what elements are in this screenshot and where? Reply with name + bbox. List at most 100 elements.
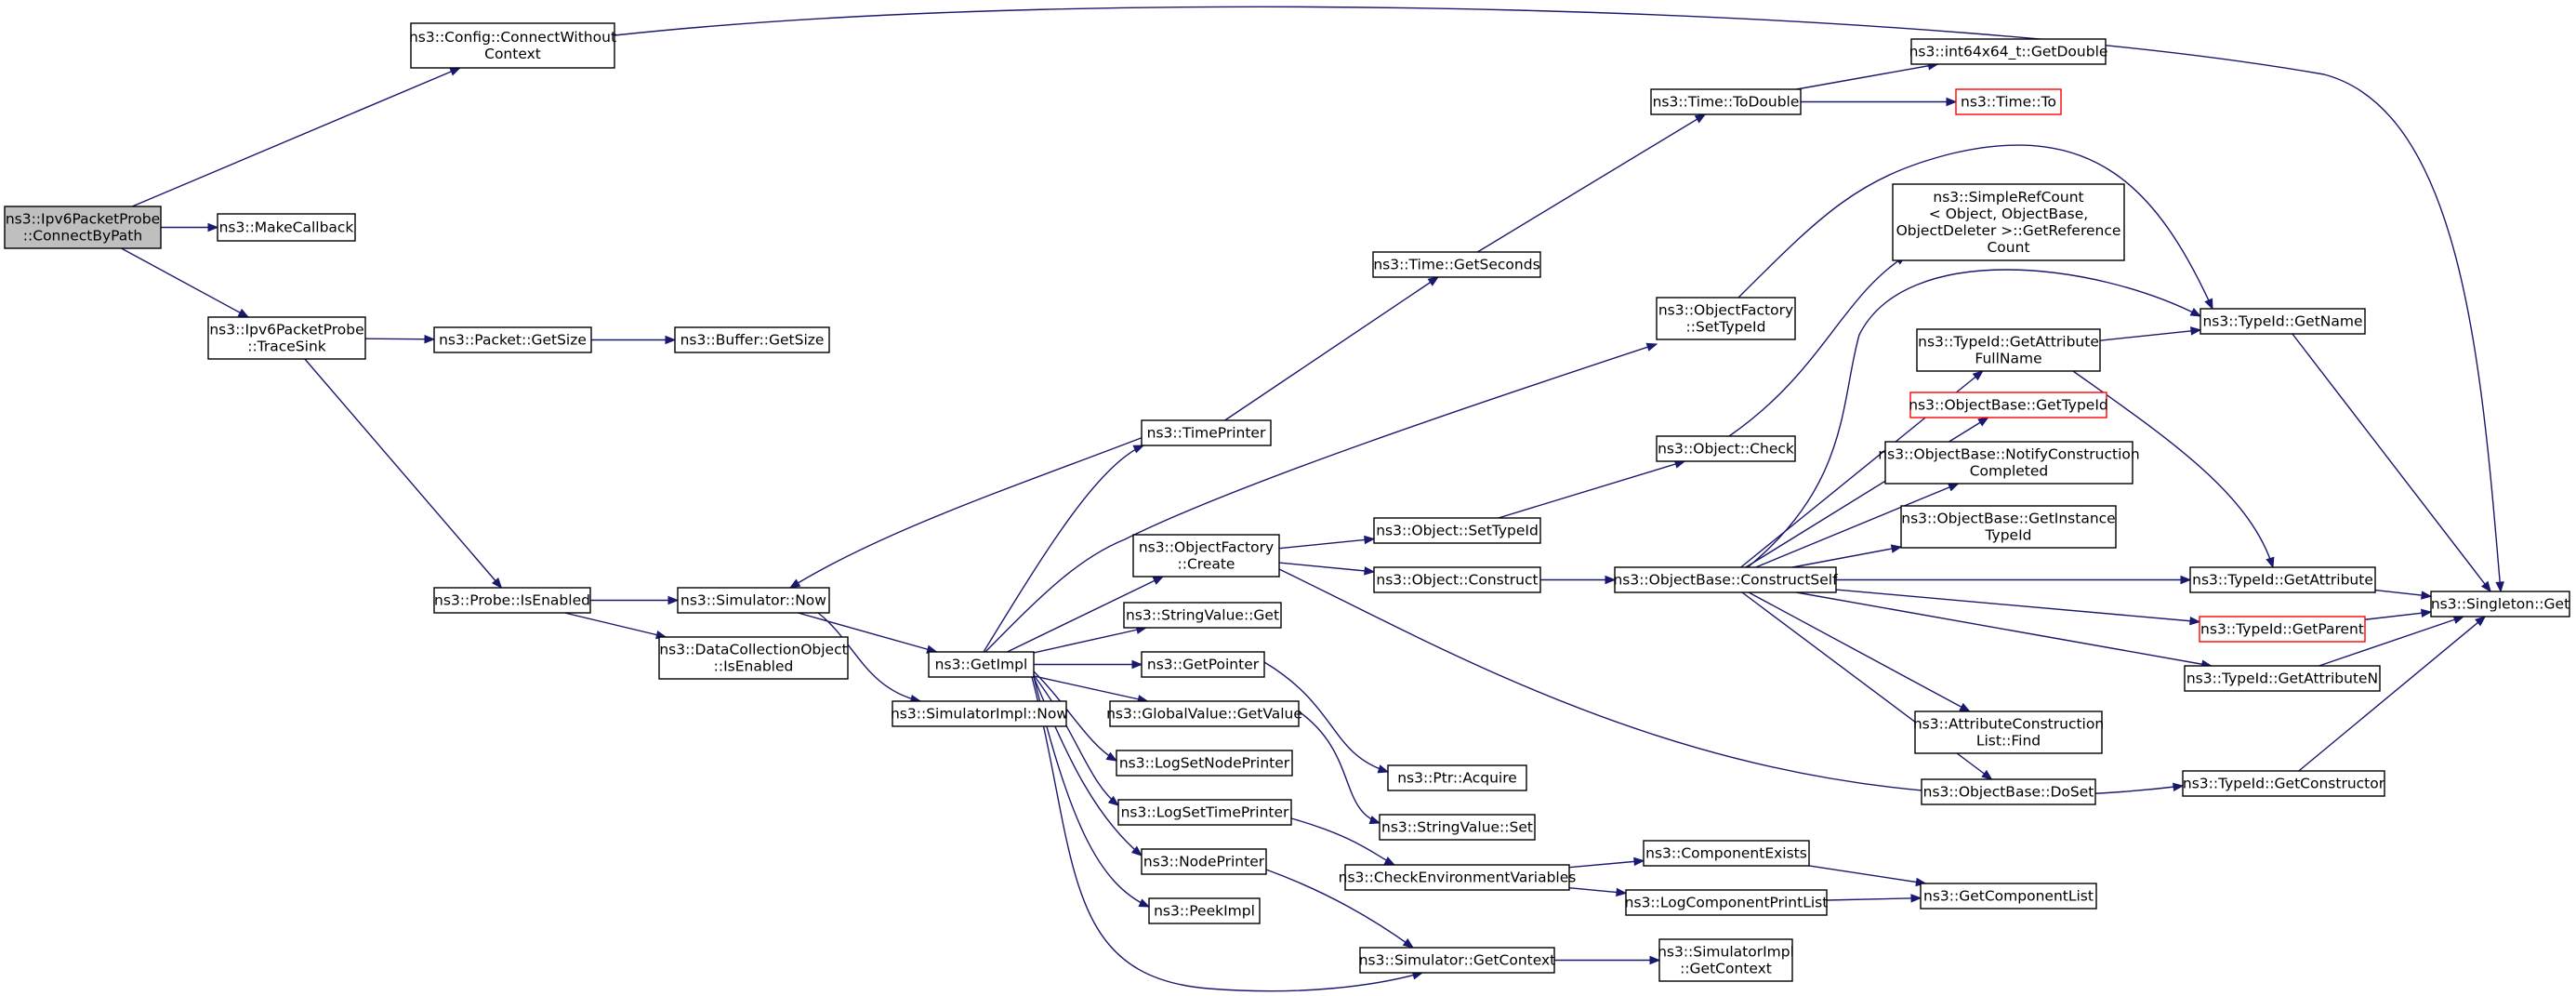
node-compexists[interactable]: ns3::ComponentExists	[1643, 840, 1810, 867]
node-box	[1920, 883, 2097, 910]
arrowhead-icon	[1383, 857, 1396, 866]
node-label: ns3::ObjectBase::DoSet	[1923, 784, 2094, 801]
node-objcheck[interactable]: ns3::Object::Check	[1656, 435, 1796, 462]
node-gvget[interactable]: ns3::GlobalValue::GetValue	[1106, 700, 1302, 727]
node-box	[1372, 251, 1541, 278]
node-label: < Object, ObjectBase,	[1929, 206, 2088, 222]
node-int64[interactable]: ns3::int64x64_t::GetDouble	[1909, 38, 2108, 65]
node-label: ns3::Object::Construct	[1376, 572, 1538, 589]
node-getparent[interactable]: ns3::TypeId::GetParent	[2199, 616, 2366, 643]
node-cself[interactable]: ns3::ObjectBase::ConstructSelf	[1613, 566, 1838, 593]
node-label: Context	[484, 46, 541, 62]
node-label: ns3::Buffer::GetSize	[680, 332, 825, 349]
node-obgettid[interactable]: ns3::ObjectBase::GetTypeId	[1909, 392, 2108, 418]
node-label: ns3::SimpleRefCount	[1933, 189, 2083, 206]
arrowhead-icon	[1981, 769, 1993, 780]
node-label: ns3::AttributeConstruction	[1913, 716, 2104, 733]
node-getimpl[interactable]: ns3::GetImpl	[928, 651, 1035, 678]
node-singleton[interactable]: ns3::Singleton::Get	[2430, 591, 2570, 618]
node-ofcreate[interactable]: ns3::ObjectFactory::Create	[1132, 534, 1280, 578]
node-trace[interactable]: ns3::Ipv6PacketProbe::TraceSink	[207, 316, 366, 360]
node-getctor[interactable]: ns3::TypeId::GetConstructor	[2182, 770, 2385, 797]
node-box	[2182, 770, 2385, 797]
node-simimplnow[interactable]: ns3::SimulatorImpl::Now	[891, 700, 1068, 727]
node-timeprinter[interactable]: ns3::TimePrinter	[1141, 419, 1272, 446]
arrowhead-icon	[788, 578, 801, 589]
node-label: ns3::ObjectBase::NotifyConstruction	[1878, 446, 2139, 463]
node-getname[interactable]: ns3::TypeId::GetName	[2200, 308, 2366, 335]
node-lstp[interactable]: ns3::LogSetTimePrinter	[1117, 799, 1292, 826]
node-srcount[interactable]: ns3::SimpleRefCount< Object, ObjectBase,…	[1892, 183, 2125, 261]
node-pktsize[interactable]: ns3::Packet::GetSize	[433, 326, 592, 353]
edge-cself-to-acfind	[1748, 591, 1971, 712]
node-todouble[interactable]: ns3::Time::ToDouble	[1650, 88, 1802, 115]
node-box	[1643, 840, 1810, 867]
edge-timesec-to-todouble	[1476, 113, 1707, 253]
node-lsnp[interactable]: ns3::LogSetNodePrinter	[1116, 750, 1293, 777]
arrowhead-icon	[1616, 887, 1628, 897]
node-ptracq[interactable]: ns3::Ptr::Acquire	[1387, 764, 1527, 791]
node-simimplctx[interactable]: ns3::SimulatorImpl::GetContext	[1658, 938, 1794, 982]
node-getcomplist[interactable]: ns3::GetComponentList	[1920, 883, 2097, 910]
node-label: ns3::TypeId::GetName	[2202, 313, 2362, 330]
node-probe[interactable]: ns3::Probe::IsEnabled	[433, 587, 591, 614]
node-timesec[interactable]: ns3::Time::GetSeconds	[1372, 251, 1541, 278]
arrowhead-icon	[1138, 898, 1151, 908]
edge-nodeprinter-to-simctx	[1265, 869, 1415, 949]
node-checkenv[interactable]: ns3::CheckEnvironmentVariables	[1339, 864, 1577, 891]
node-box	[1892, 183, 2125, 261]
node-label: ns3::TimePrinter	[1147, 425, 1266, 442]
node-timeto[interactable]: ns3::Time::To	[1955, 88, 2062, 115]
node-dco[interactable]: ns3::DataCollectionObject::IsEnabled	[658, 636, 849, 680]
edge-getimpl-to-ofset	[984, 342, 1658, 653]
arrowhead-icon	[1948, 483, 1960, 492]
node-label: List::Find	[1976, 733, 2041, 750]
edge-checkenv-to-compexists	[1568, 857, 1645, 869]
node-label: ns3::Object::Check	[1658, 441, 1794, 458]
edge-root-to-trace	[121, 247, 250, 318]
arrowhead-icon	[449, 67, 461, 76]
node-box	[1914, 710, 2103, 754]
node-getattr[interactable]: ns3::TypeId::GetAttribute	[2189, 566, 2376, 593]
node-getattrn[interactable]: ns3::TypeId::GetAttributeN	[2184, 665, 2381, 692]
node-label: ns3::Config::ConnectWithout	[409, 29, 616, 46]
node-bufsize[interactable]: ns3::Buffer::GetSize	[674, 326, 830, 353]
node-nodeprinter[interactable]: ns3::NodePrinter	[1141, 848, 1267, 875]
arrowhead-icon	[1645, 342, 1658, 352]
node-simctx[interactable]: ns3::Simulator::GetContext	[1359, 947, 1556, 974]
node-ofset[interactable]: ns3::ObjectFactory::SetTypeId	[1656, 297, 1796, 340]
node-simnow[interactable]: ns3::Simulator::Now	[677, 587, 830, 614]
node-label: ::TraceSink	[247, 339, 326, 355]
node-box	[1921, 778, 2096, 805]
node-box	[1910, 38, 2107, 65]
node-objconstruct[interactable]: ns3::Object::Construct	[1373, 566, 1541, 593]
edge-ofset-to-getname	[1737, 144, 2213, 311]
edge-logcomp-to-getcomplist	[1826, 894, 1922, 903]
node-peekimpl[interactable]: ns3::PeekImpl	[1148, 897, 1261, 924]
node-box	[1373, 566, 1541, 593]
node-label: ns3::SimulatorImpl::Now	[891, 706, 1068, 723]
node-objset[interactable]: ns3::Object::SetTypeId	[1373, 517, 1541, 544]
edge-getparent-to-singleton	[2364, 608, 2433, 620]
edge-ofcreate-to-objconstruct	[1278, 562, 1376, 576]
arrowhead-icon	[1977, 417, 1989, 427]
node-strset[interactable]: ns3::StringValue::Set	[1379, 814, 1536, 841]
node-doset[interactable]: ns3::ObjectBase::DoSet	[1921, 778, 2096, 805]
node-box	[1916, 328, 2101, 372]
node-label: ns3::GlobalValue::GetValue	[1106, 706, 1302, 723]
node-mkcb[interactable]: ns3::MakeCallback	[217, 213, 356, 242]
node-logcomp[interactable]: ns3::LogComponentPrintList	[1625, 889, 1829, 916]
arrowhead-icon	[1107, 795, 1120, 806]
node-root[interactable]: ns3::Ipv6PacketProbe::ConnectByPath	[4, 206, 162, 249]
edge-probe-to-simnow	[590, 595, 680, 605]
node-box	[1123, 602, 1282, 629]
node-getptr[interactable]: ns3::GetPointer	[1141, 651, 1265, 678]
node-strget[interactable]: ns3::StringValue::Get	[1123, 602, 1282, 629]
arrowhead-icon	[1890, 544, 1903, 553]
node-box	[2199, 616, 2366, 643]
node-notify[interactable]: ns3::ObjectBase::NotifyConstructionCompl…	[1878, 441, 2140, 485]
